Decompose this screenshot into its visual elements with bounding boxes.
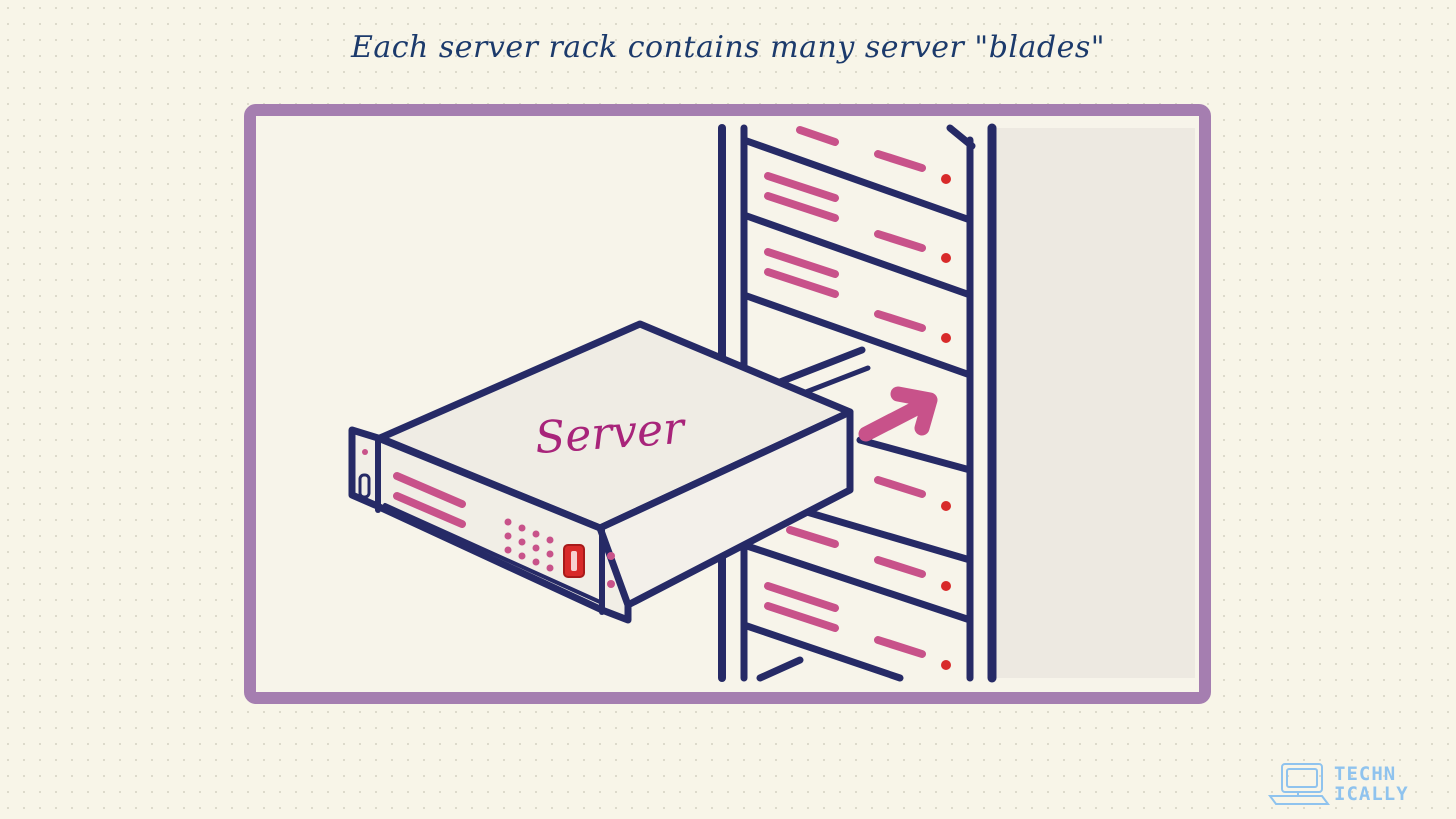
rack-blades (764, 126, 926, 658)
server-front-details (358, 449, 615, 588)
computer-icon (1268, 763, 1330, 805)
technically-logo: TECHN ICALLY (1268, 762, 1440, 808)
rack-leds (941, 174, 951, 670)
server-label: Server (533, 403, 688, 464)
insert-arrow-icon (858, 386, 938, 442)
server-blade (348, 320, 854, 624)
server-rack (718, 123, 1195, 683)
page-title: Each server rack contains many server "b… (350, 30, 1106, 65)
logo-line-2: ICALLY (1334, 783, 1409, 805)
logo-line-1: TECHN (1334, 763, 1397, 785)
